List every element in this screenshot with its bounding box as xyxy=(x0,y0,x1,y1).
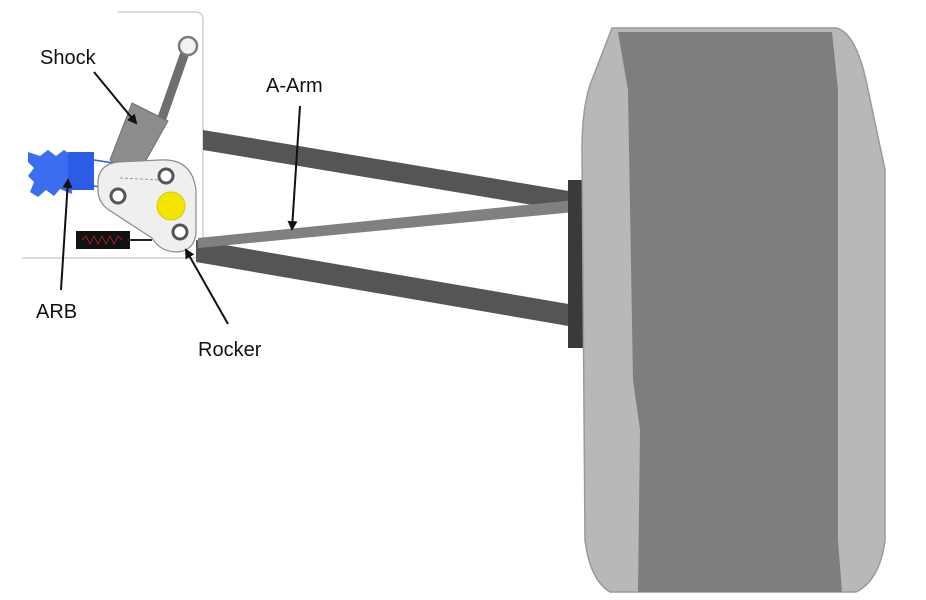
a-arm-pushrod xyxy=(198,200,575,248)
shock-absorber xyxy=(109,35,199,189)
spring-element xyxy=(76,231,152,249)
a-arm-arrow xyxy=(287,105,301,231)
shock-arrow xyxy=(93,71,138,125)
chassis-panel xyxy=(22,11,204,259)
arb-label: ARB xyxy=(36,301,77,323)
arb-bar xyxy=(28,150,121,197)
upright xyxy=(568,180,586,348)
rocker xyxy=(97,159,197,253)
tire xyxy=(581,27,886,593)
lower-arm xyxy=(196,240,580,328)
a-arm-label: A-Arm xyxy=(266,75,323,97)
shock-label: Shock xyxy=(40,47,97,69)
upper-arm xyxy=(203,130,575,212)
rocker-arrow xyxy=(185,248,229,325)
rocker-label: Rocker xyxy=(198,339,262,361)
arb-arrow xyxy=(60,178,73,291)
